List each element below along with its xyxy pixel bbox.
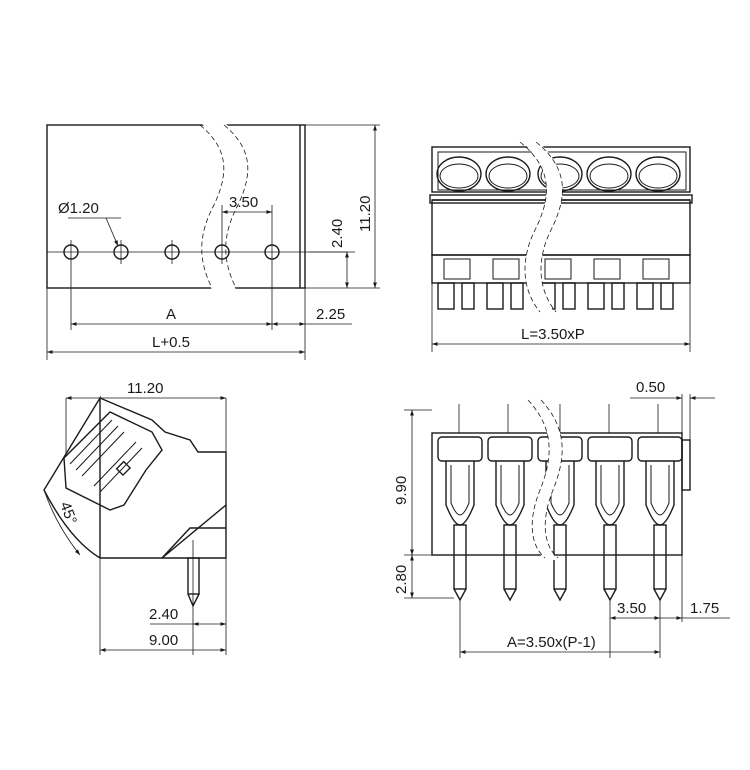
front-a-label: A=3.50x(P-1): [507, 634, 596, 651]
side-view: 11.20 45° 2.40 9.00: [43, 380, 227, 655]
top-view-body: L=3.50xP: [429, 140, 693, 352]
screw-opening: [485, 156, 531, 192]
terminal-slot: [587, 258, 625, 310]
terminal-slot: [437, 258, 475, 310]
pin-length-label: 2.80: [393, 565, 410, 594]
pin-hole: [164, 240, 180, 264]
end-offset-label: 1.75: [690, 600, 719, 617]
total-height-label: 11.20: [357, 196, 374, 232]
terminal-contact: [487, 436, 533, 602]
top-offset-label: 0.50: [636, 379, 665, 396]
terminal-contact: [587, 436, 633, 602]
pin-offset-label: 2.40: [149, 606, 178, 623]
terminal-slot: [486, 258, 524, 310]
front-pitch-label: 3.50: [617, 600, 646, 617]
terminal-contact: [637, 436, 683, 602]
dimension-a-label: A: [166, 306, 176, 323]
screw-opening: [436, 156, 482, 192]
pitch-label: 3.50: [229, 194, 258, 211]
side-width-label: 11.20: [127, 380, 163, 397]
pin-hole: [63, 240, 79, 330]
angle-label: 45°: [56, 500, 80, 527]
hole-height-label: 2.40: [329, 219, 346, 248]
pin-hole: [264, 205, 280, 330]
base-width-label: 9.00: [149, 632, 178, 649]
body-length-label: L=3.50xP: [521, 326, 585, 343]
screw-opening: [586, 156, 632, 192]
body-height-label: 9.90: [393, 476, 410, 505]
pin-hole: [214, 205, 230, 264]
screw-opening: [635, 156, 681, 192]
pin-hole: [113, 240, 129, 264]
terminal-contact: [437, 436, 483, 602]
offset-label: 2.25: [316, 306, 345, 323]
length-label: L+0.5: [152, 334, 190, 351]
front-view: 0.50 9.90 2.80 3.50 1.75 A=3.50x(P-1): [393, 379, 730, 658]
top-view-hole-pattern: Ø1.20 3.50 2.40 11.20 A 2.25 L+0.5: [46, 122, 380, 360]
hole-diameter-label: Ø1.20: [58, 200, 99, 217]
terminal-slot: [636, 258, 674, 310]
